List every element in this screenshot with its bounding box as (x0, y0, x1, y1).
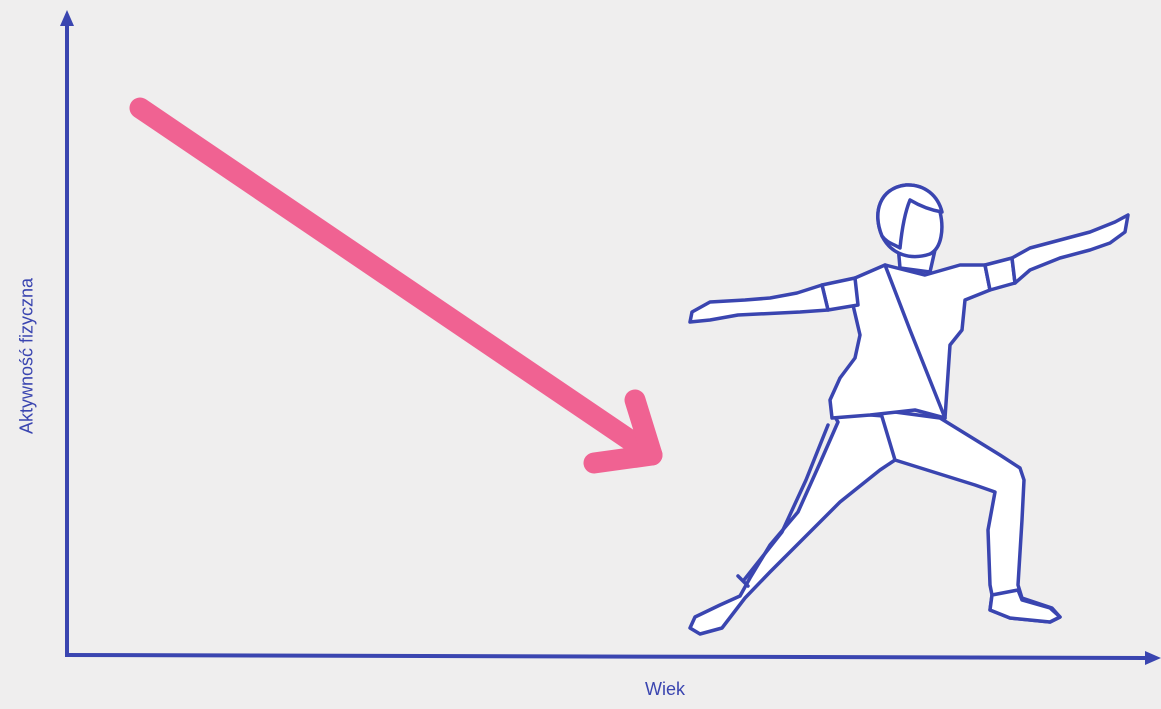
x-axis (65, 651, 1161, 665)
person-lunge-icon (690, 185, 1128, 634)
y-axis-label: Aktywność fizyczna (17, 278, 38, 434)
trend-arrow-icon (140, 108, 652, 463)
y-axis (60, 10, 74, 655)
x-axis-label: Wiek (0, 679, 1161, 700)
